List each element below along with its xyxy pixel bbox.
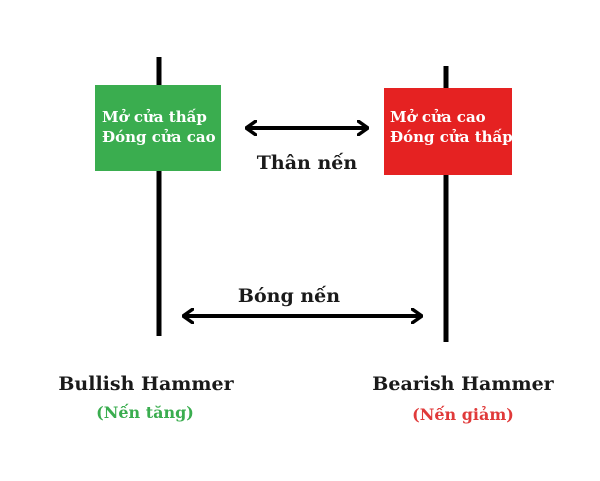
- body-label: Thân nến: [257, 152, 358, 174]
- bearish-body-line1: Mở cửa cao: [390, 108, 486, 126]
- bullish-body-line2: Đóng cửa cao: [102, 128, 216, 146]
- bearish-candle-body: [384, 88, 512, 175]
- bullish-name: Bullish Hammer: [58, 373, 234, 395]
- body-arrow-group: Thân nến: [246, 128, 368, 174]
- bearish-body-line2: Đóng cửa thấp: [390, 128, 513, 146]
- bullish-body-line1: Mở cửa thấp: [102, 108, 207, 126]
- bearish-subtitle: (Nến giảm): [412, 405, 514, 424]
- shadow-arrow-group: Bóng nến: [183, 285, 422, 316]
- bullish-candle: Mở cửa thấp Đóng cửa cao: [95, 57, 221, 336]
- bearish-candle: Mở cửa cao Đóng cửa thấp: [384, 66, 513, 342]
- bullish-candle-body: [95, 85, 221, 171]
- bearish-name: Bearish Hammer: [372, 373, 554, 395]
- shadow-label: Bóng nến: [238, 285, 340, 307]
- bullish-subtitle: (Nến tăng): [96, 403, 194, 422]
